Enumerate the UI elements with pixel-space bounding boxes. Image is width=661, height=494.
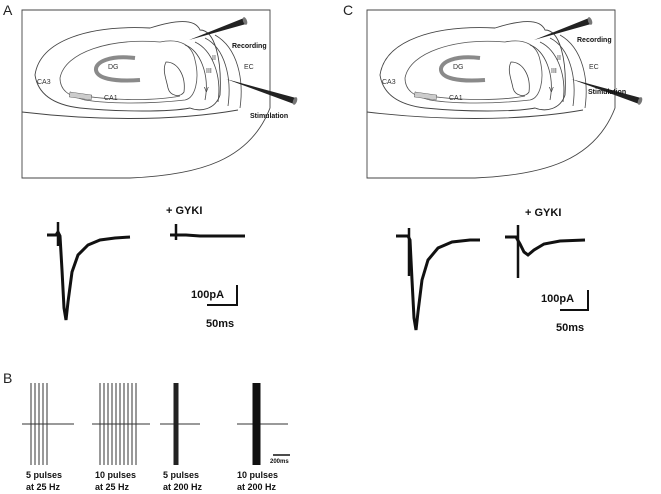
train-3-caption-line1: 5 pulses	[163, 470, 199, 480]
scale-current-c: 100pA	[541, 293, 574, 305]
panel-a-traces: + GYKI 100pA 50ms	[47, 205, 245, 330]
panel-c-slice-diagram: DG CA3 CA1 EC II III V Recording Stimula…	[365, 8, 644, 180]
stimulation-label-c: Stimulation	[588, 89, 626, 96]
panel-b-pulse-trains: 200ms 5 pulses at 25 Hz 10 pulses at 25 …	[22, 383, 290, 492]
train-2-caption-line1: 10 pulses	[95, 470, 136, 480]
train-1-caption-line1: 5 pulses	[26, 470, 62, 480]
ec-label: EC	[244, 64, 254, 71]
train-10-200hz	[252, 383, 261, 465]
scale-current-a: 100pA	[191, 289, 224, 301]
panel-c-letter: C	[343, 2, 353, 18]
train-4-caption-line1: 10 pulses	[237, 470, 278, 480]
gyki-trace-a	[170, 233, 245, 238]
dg-label: DG	[108, 64, 119, 71]
gyki-label-a: + GYKI	[166, 205, 202, 217]
train-10-25hz	[99, 383, 137, 465]
ca3-label-c: CA3	[382, 79, 396, 86]
train-1-caption-line2: at 25 Hz	[26, 482, 61, 492]
layer-v-label-c: V	[549, 87, 554, 94]
scale-time-a: 50ms	[206, 318, 234, 330]
stimulation-label: Stimulation	[250, 113, 288, 120]
ec-label-c: EC	[589, 64, 599, 71]
layer-iii-label-c: III	[551, 68, 557, 75]
train-scale-label: 200ms	[270, 459, 289, 465]
gyki-label-c: + GYKI	[525, 207, 561, 219]
control-trace-a	[47, 229, 131, 321]
train-3-caption-line2: at 200 Hz	[163, 482, 203, 492]
ca1-label: CA1	[104, 95, 118, 102]
layer-ii-label: II	[212, 55, 216, 62]
scale-time-c: 50ms	[556, 322, 584, 334]
layer-ii-label-c: II	[557, 55, 561, 62]
ca3-label: CA3	[37, 79, 51, 86]
ca1-label-c: CA1	[449, 95, 463, 102]
panel-c-traces: + GYKI 100pA 50ms	[396, 207, 589, 334]
panel-a-slice-diagram: DG CA3 CA1 EC II III V Recording Stimula…	[20, 8, 299, 180]
layer-iii-label: III	[206, 68, 212, 75]
panel-a-letter: A	[3, 2, 13, 18]
scale-bar-c: 100pA 50ms	[541, 290, 589, 334]
train-5-200hz	[173, 383, 179, 465]
panel-b-letter: B	[3, 370, 12, 386]
layer-v-label: V	[204, 87, 209, 94]
train-5-25hz	[30, 383, 48, 465]
train-4-caption-line2: at 200 Hz	[237, 482, 277, 492]
dg-label-c: DG	[453, 64, 464, 71]
train-2-caption-line2: at 25 Hz	[95, 482, 130, 492]
recording-label: Recording	[232, 43, 267, 50]
scale-bar-a: 100pA 50ms	[191, 285, 238, 330]
recording-label-c: Recording	[577, 37, 612, 44]
